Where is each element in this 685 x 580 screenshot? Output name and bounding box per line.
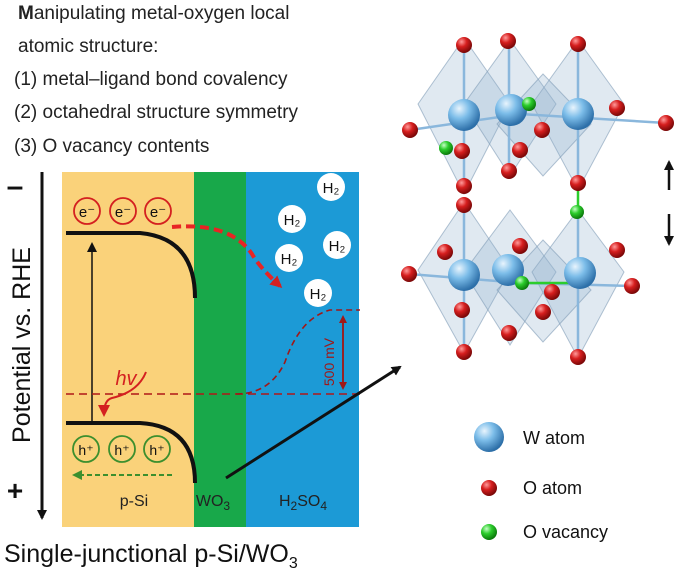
electron-label: e⁻ <box>150 204 166 221</box>
figure-caption: Single-junctional p-Si/WO3 <box>4 540 298 573</box>
electron-transfer-arrow <box>171 224 283 289</box>
photon-label: hv <box>115 368 137 390</box>
h2-label: H₂ <box>323 180 340 197</box>
legend-label-o-atom: O atom <box>523 478 582 498</box>
p-si-label: p-Si <box>120 493 148 510</box>
h2-bubbles: H₂ H₂ H₂ H₂ H₂ <box>275 173 351 307</box>
point-2: (2) octahedral structure symmetry <box>14 102 299 123</box>
title-first-letter: M <box>18 3 34 24</box>
point-3: (3) O vacancy contents <box>14 136 210 157</box>
electrons: e⁻ e⁻ e⁻ <box>73 197 172 225</box>
caption-subscript: 3 <box>288 555 298 572</box>
potential-axis-label: Potential vs. RHE <box>8 247 36 443</box>
hole-label: h⁺ <box>114 442 129 458</box>
h2-label: H₂ <box>281 251 298 268</box>
hole-label: h⁺ <box>149 442 164 458</box>
hole-label: h⁺ <box>78 442 93 458</box>
diagram-title: Manipulating metal-oxygen local <box>18 4 289 23</box>
legend: W atom O atom O vacancy <box>474 422 608 542</box>
point-1: (1) metal–ligand bond covalency <box>14 69 288 90</box>
overpotential-curve <box>235 309 360 395</box>
wo3-label: WO3 <box>196 493 231 513</box>
legend-label-w-atom: W atom <box>523 428 585 448</box>
overpotential-label: 500 mV <box>321 337 337 386</box>
conduction-band <box>66 231 197 299</box>
w-atom-legend-icon <box>474 422 504 452</box>
electron-label: e⁻ <box>79 204 95 221</box>
h2-label: H₂ <box>284 212 301 229</box>
h2-label: H₂ <box>310 286 327 303</box>
axis-minus-sign: – <box>7 170 24 203</box>
legend-label-o-vacancy: O vacancy <box>523 522 608 542</box>
caption-text: Single-junctional p-Si/WO <box>4 540 289 568</box>
holes: h⁺ h⁺ h⁺ <box>72 435 171 463</box>
axis-plus-sign: + <box>7 475 23 506</box>
hole-drift-arrowhead <box>72 470 82 480</box>
o-atom-legend-icon <box>481 480 497 496</box>
valence-band <box>66 421 197 484</box>
title-rest: anipulating metal-oxygen local <box>33 3 290 24</box>
h2-label: H₂ <box>329 238 346 255</box>
photon-arrow <box>98 371 147 417</box>
electron-label: e⁻ <box>115 204 131 221</box>
h2so4-region <box>246 172 359 527</box>
o-vacancy-legend-icon <box>481 524 497 540</box>
title-line-2: atomic structure: <box>18 36 159 57</box>
crystal-structure <box>401 33 674 365</box>
zoom-pointer-arrow <box>225 365 402 480</box>
